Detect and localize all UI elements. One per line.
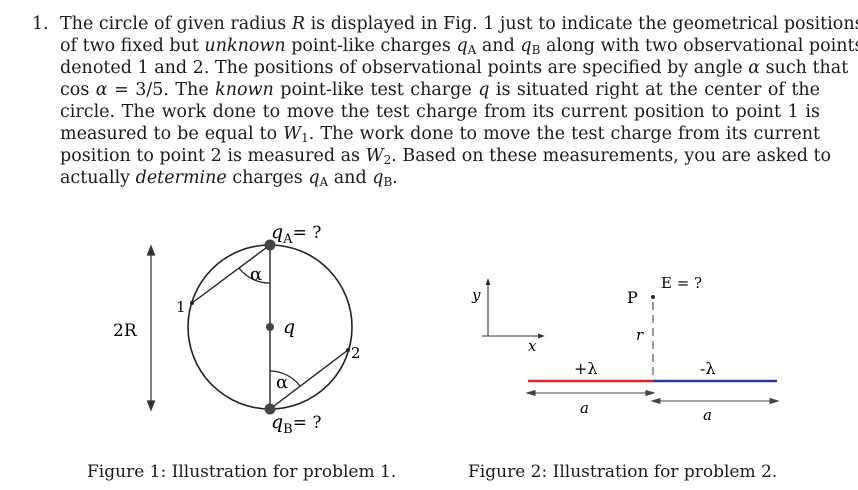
y-axis-arrow	[485, 278, 491, 285]
left-length-label: a	[580, 399, 589, 417]
statement-line: of two fixed but unknown point-like char…	[60, 36, 858, 57]
center-q-label: q	[283, 316, 295, 338]
problem-statement: The circle of given radius R is displaye…	[60, 13, 858, 189]
math-symbol: q	[372, 168, 384, 188]
qA-label: qA= ?	[271, 221, 321, 247]
math-subscript: 2	[383, 153, 392, 167]
y-axis-label: y	[471, 286, 481, 304]
figure-1-caption: Figure 1: Illustration for problem 1.	[87, 462, 397, 482]
figure-2: y x P E = ? r +λ -λ a a	[471, 274, 780, 424]
point-1-dot	[190, 301, 194, 305]
alpha-arc-top	[238, 267, 271, 284]
math-symbol: determine	[135, 168, 227, 188]
diameter-label: 2R	[113, 321, 138, 341]
math-symbol: q	[308, 168, 320, 188]
negative-charge-label: -λ	[700, 359, 716, 378]
math-symbol: known	[215, 80, 274, 100]
figure-2-caption: Figure 2: Illustration for problem 2.	[468, 462, 778, 482]
math-subscript: B	[531, 43, 541, 57]
right-length-label: a	[703, 406, 712, 424]
diameter-arrow	[146, 244, 156, 412]
qB-label: qB= ?	[271, 411, 322, 437]
math-symbol: q	[478, 80, 490, 100]
math-symbol: W	[365, 146, 384, 166]
positive-charge-label: +λ	[574, 359, 598, 378]
field-label: E = ?	[661, 274, 702, 292]
statement-line: The circle of given radius R is displaye…	[60, 14, 858, 34]
left-length-arrow	[525, 389, 656, 397]
math-subscript: A	[319, 175, 329, 189]
math-subscript: A	[467, 43, 477, 57]
point-P-label: P	[627, 288, 638, 307]
math-symbol: R	[291, 14, 305, 34]
math-subscript: B	[383, 175, 393, 189]
chord-to-point-2	[269, 349, 349, 410]
math-symbol: α	[95, 80, 108, 100]
statement-line: actually determine charges qA and qB.	[60, 168, 398, 189]
statement-line: position to point 2 is measured as W2. B…	[60, 146, 832, 167]
distance-r-label: r	[636, 326, 644, 344]
point-2-label: 2	[351, 344, 361, 362]
problem-number: 1.	[32, 14, 49, 34]
statement-line: measured to be equal to W1. The work don…	[60, 124, 820, 145]
point-2-dot	[346, 348, 350, 352]
x-axis-arrow	[538, 333, 545, 339]
test-charge-dot	[266, 323, 274, 331]
alpha-top-label: α	[250, 264, 262, 285]
alpha-arc-bottom	[269, 370, 301, 387]
math-symbol: unknown	[204, 36, 286, 56]
point-P-dot	[651, 295, 655, 299]
charge-qB-dot	[264, 403, 276, 415]
math-symbol: α	[748, 58, 761, 78]
right-length-arrow	[650, 397, 780, 405]
chord-to-point-1	[191, 244, 271, 304]
charge-qA-dot	[264, 239, 276, 251]
math-symbol: q	[520, 36, 532, 56]
math-symbol: q	[456, 36, 468, 56]
alpha-bottom-label: α	[276, 372, 288, 393]
x-axis-label: x	[528, 337, 537, 355]
statement-line: cos α = 3/5. The known point-like test c…	[60, 80, 820, 100]
point-1-label: 1	[176, 298, 186, 316]
statement-line: circle. The work done to move the test c…	[60, 102, 820, 122]
math-subscript: 1	[301, 131, 309, 145]
math-symbol: W	[283, 124, 302, 144]
